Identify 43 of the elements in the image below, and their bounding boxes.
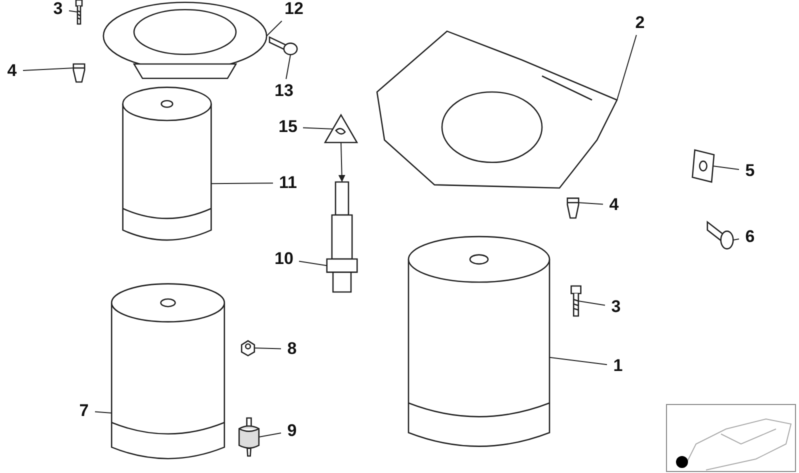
callout-number: 4 [606,196,622,214]
callout-number: 10 [272,250,296,268]
leader-line [94,411,112,414]
callout-number: 3 [50,0,66,18]
leader-line [68,10,78,12]
screw-drawing [568,286,584,316]
callout-number: 6 [742,228,758,246]
leader-line [712,166,740,170]
nut-drawing [240,340,256,356]
warning-triangle-icon [324,114,358,144]
callout-number: 2 [632,14,648,32]
callout-number: 8 [284,340,300,358]
plug-nut-drawing [566,196,580,218]
callout-number: 12 [282,0,306,18]
leader-line [210,182,274,184]
callout-number: 7 [76,402,92,420]
callout-number: 9 [284,422,300,440]
screw-drawing [74,0,84,24]
sensor-drawing [238,418,260,456]
arrow [338,142,346,182]
leader-line [302,127,334,130]
callout-number: 3 [608,298,624,316]
leader-line [298,260,328,266]
leader-line [286,54,291,80]
leader-line [22,68,74,71]
ring-bracket-drawing [100,0,270,80]
leader-line [266,20,282,36]
callout-number: 15 [276,118,300,136]
leader-line [578,300,606,306]
callout-number: 4 [4,62,20,80]
leader-line [616,34,637,100]
callout-number: 11 [276,174,300,192]
callout-number: 13 [272,82,296,100]
plug-nut-drawing [72,62,86,82]
pressure-switch-drawing [324,182,360,292]
callout-number: 1 [610,357,626,375]
callout-number: 5 [742,162,758,180]
leader-line [549,356,608,366]
leader-line [578,202,604,205]
leader-line [732,238,740,240]
clip-nut-drawing [690,150,714,182]
leader-line [258,432,282,438]
leader-line [254,348,282,350]
